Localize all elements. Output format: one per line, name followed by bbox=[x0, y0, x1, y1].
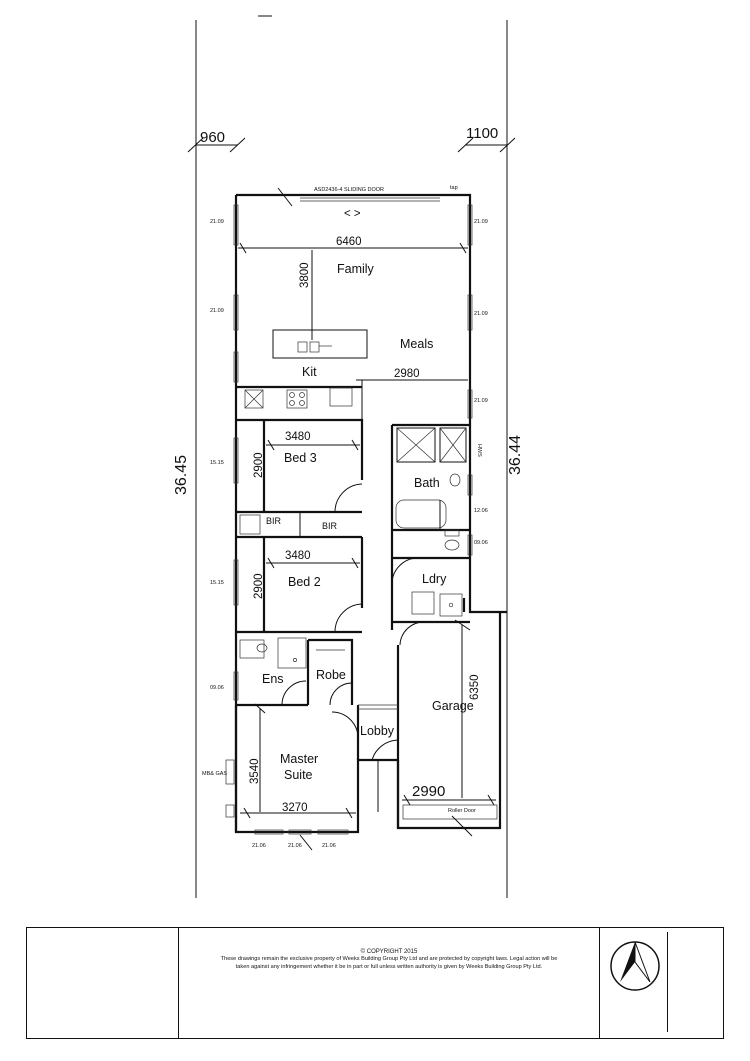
lobby-walls bbox=[358, 704, 400, 828]
room-robe: Robe bbox=[316, 668, 346, 682]
copyright-line: © COPYRIGHT 2015 bbox=[360, 949, 418, 955]
window-code: 09.06 bbox=[210, 685, 224, 691]
north-cell bbox=[599, 928, 723, 1038]
window-code: 21.09 bbox=[474, 398, 488, 404]
hws-label: HWS bbox=[476, 444, 482, 457]
kitchen-island bbox=[272, 329, 368, 359]
bir-closets bbox=[236, 512, 362, 539]
room-meals: Meals bbox=[400, 337, 433, 351]
title-block: © COPYRIGHT 2015 These drawings remain t… bbox=[26, 927, 724, 1039]
window-code: 21.09 bbox=[210, 308, 224, 314]
outer-walls bbox=[234, 193, 507, 834]
window-code: 12.06 bbox=[474, 508, 488, 514]
room-bed2: Bed 2 bbox=[288, 575, 321, 589]
roller-door-label: Roller Door bbox=[448, 808, 476, 814]
room-ens: Ens bbox=[262, 672, 284, 686]
window-code: 09.06 bbox=[474, 540, 488, 546]
north-arrow-icon bbox=[610, 941, 660, 991]
room-bir2: BIR bbox=[322, 521, 338, 531]
dim-bed3-depth: 2900 bbox=[253, 452, 265, 478]
window-code: 21.06 bbox=[252, 843, 266, 849]
window-code: 21.06 bbox=[322, 843, 336, 849]
window-codes: 21.09 21.09 21.09 21.09 21.09 15.15 12.0… bbox=[210, 219, 488, 849]
room-bir1: BIR bbox=[266, 516, 282, 526]
setback-right-mark: 1100 bbox=[457, 125, 516, 153]
setback-left-mark: 960 bbox=[187, 129, 246, 153]
dim-bed2-depth: 2900 bbox=[253, 573, 265, 599]
master-walls: 3270 3540 MB& GAS bbox=[202, 703, 360, 832]
room-master: Master bbox=[280, 752, 318, 766]
room-suite: Suite bbox=[284, 768, 313, 782]
copyright-notice-1: These drawings remain the exclusive prop… bbox=[220, 956, 558, 962]
sliding-door: ASD2436-4 SLIDING DOOR tap < > bbox=[277, 185, 458, 220]
copyright-notice-2: taken against any infringement whether i… bbox=[235, 963, 543, 970]
room-labels: Family Meals Kit Bed 3 BIR BIR Bath Ldry… bbox=[262, 262, 474, 782]
boundary-left-label: 36.45 bbox=[173, 455, 190, 495]
window-code: 21.09 bbox=[474, 311, 488, 317]
dim-garage-width: 2990 bbox=[412, 783, 445, 800]
slide-arrows: < > bbox=[344, 208, 361, 220]
window-code: 15.15 bbox=[210, 580, 224, 586]
room-bath: Bath bbox=[414, 476, 440, 490]
dim-master-width: 3270 bbox=[282, 802, 308, 814]
copyright-cell: © COPYRIGHT 2015 These drawings remain t… bbox=[179, 928, 599, 1038]
dim-family-width: 6460 bbox=[336, 236, 362, 248]
window-code: 21.09 bbox=[210, 219, 224, 225]
family-dimensions: 6460 3800 bbox=[238, 236, 468, 340]
bed3-walls: 3480 2900 bbox=[236, 418, 364, 514]
room-lobby: Lobby bbox=[360, 724, 395, 738]
dim-meals-width: 2980 bbox=[394, 368, 420, 380]
dim-master-depth: 3540 bbox=[249, 758, 261, 784]
title-block-blank-cell bbox=[27, 928, 179, 1038]
room-garage: Garage bbox=[432, 699, 474, 713]
sliding-door-label: ASD2436-4 SLIDING DOOR bbox=[314, 187, 384, 193]
mb-gas-label: MB& GAS bbox=[202, 771, 227, 777]
setback-left-value: 960 bbox=[200, 129, 225, 146]
room-family: Family bbox=[337, 262, 375, 276]
windows bbox=[233, 204, 473, 835]
window-code: 21.06 bbox=[288, 843, 302, 849]
window-code: 21.09 bbox=[474, 219, 488, 225]
setback-right-value: 1100 bbox=[466, 125, 498, 142]
room-ldry: Ldry bbox=[422, 572, 447, 586]
wet-areas: HWS bbox=[390, 423, 482, 646]
north-box bbox=[610, 932, 668, 1032]
ensuite-robe-walls bbox=[236, 637, 354, 707]
room-bed3: Bed 3 bbox=[284, 451, 317, 465]
dim-garage-depth: 6350 bbox=[469, 674, 481, 700]
window-code: 15.15 bbox=[210, 460, 224, 466]
tap-label: tap bbox=[450, 185, 458, 191]
bed2-walls: 3480 2900 bbox=[236, 537, 364, 634]
dim-bed3-width: 3480 bbox=[285, 431, 311, 443]
garage: 6350 2990 Roller Door bbox=[299, 619, 498, 851]
dim-family-depth: 3800 bbox=[299, 262, 311, 288]
dim-bed2-width: 3480 bbox=[285, 550, 311, 562]
floor-plan-drawing: 960 1100 36.45 36.44 ASD2436-4 SLIDING D… bbox=[173, 15, 524, 898]
boundary-right-label: 36.44 bbox=[507, 435, 524, 475]
room-kit: Kit bbox=[302, 365, 317, 379]
